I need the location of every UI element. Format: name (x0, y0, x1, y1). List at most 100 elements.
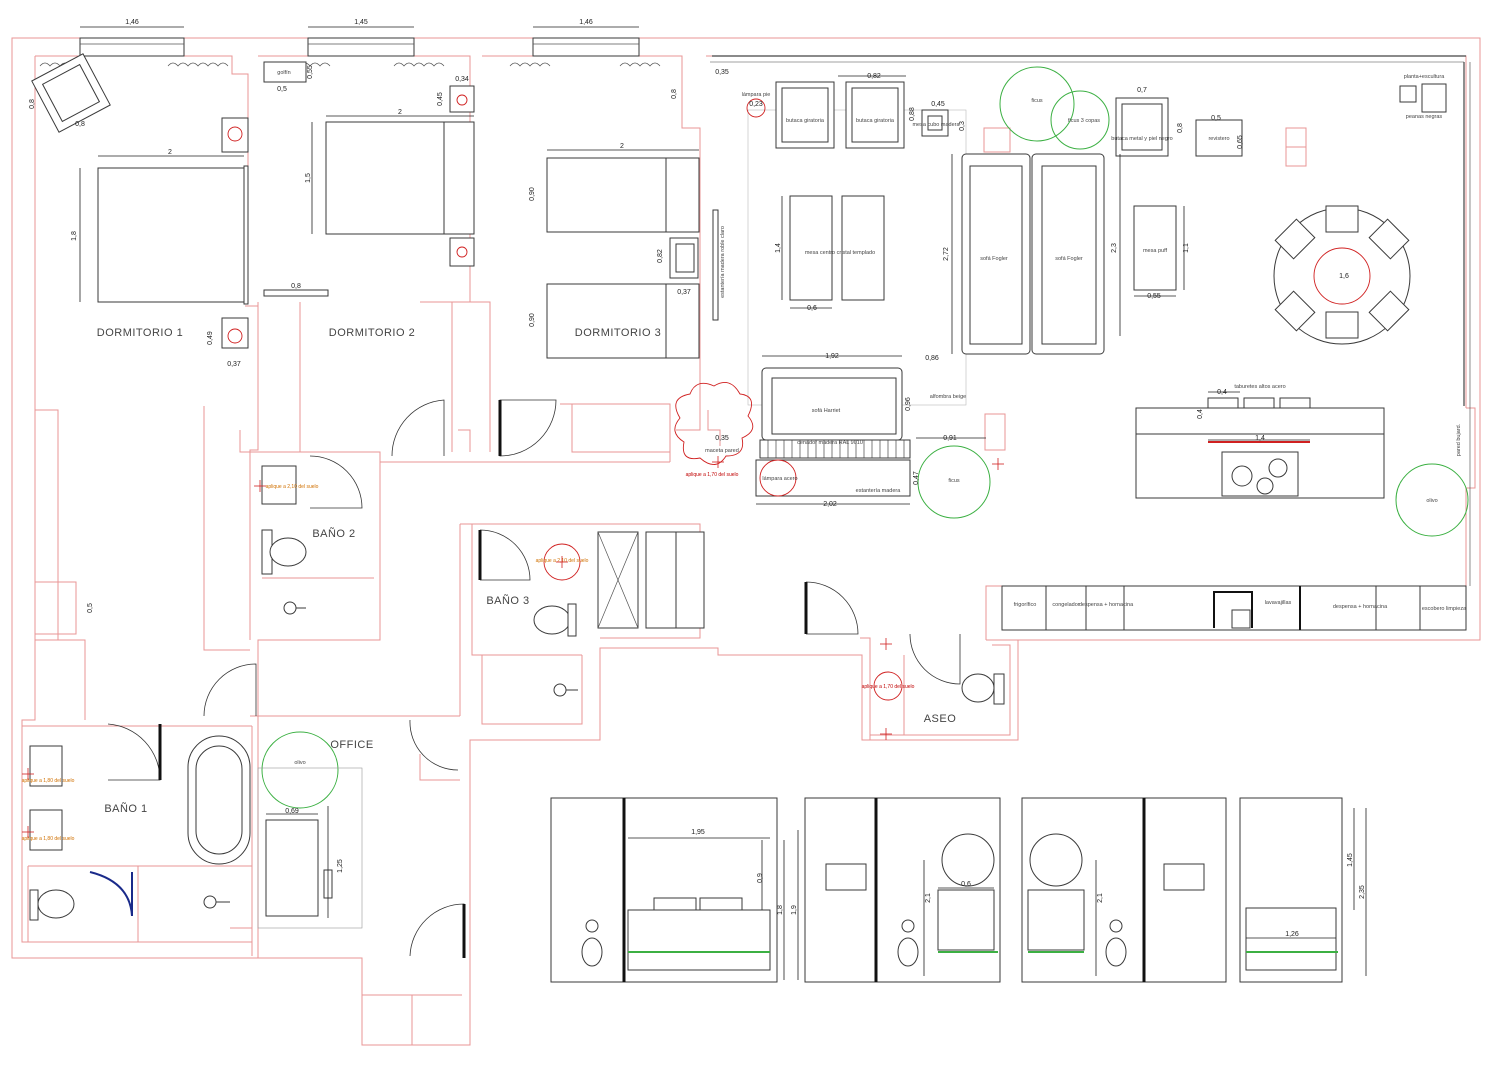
dim-el1-w: 1,95 (691, 829, 705, 836)
sofa-fogler-2-label: sofá Fogler (1055, 256, 1083, 262)
dim-corner: 0,5 (87, 603, 94, 613)
aplique-1-label: aplique a 2,10 del suelo (266, 484, 319, 490)
dim-el2-a: 0,6 (961, 881, 971, 888)
dim-lr-chair: 0,82 (867, 73, 881, 80)
room-label-office: OFFICE (330, 739, 373, 751)
dim-night1: 0,49 (207, 331, 214, 345)
frigorifico-label: frigorífico (1014, 602, 1037, 608)
dim-night1-b: 0,37 (227, 361, 241, 368)
despensa-1-label: despensa + hornacina (1079, 602, 1134, 608)
dim-bed1-w: 2 (168, 149, 172, 156)
dim-puff-b: 0,55 (307, 65, 314, 79)
dim-lr-center-w: 0,6 (807, 305, 817, 312)
cenador-label: cenador madera RAL 9010 (797, 440, 863, 446)
dim-lr-arm: 0,7 (1137, 87, 1147, 94)
planta-escultura-label: planta+escultura (1404, 74, 1445, 80)
peanas-label: peanas negras (1406, 114, 1443, 120)
dim-bed3-a: 0,90 (529, 187, 536, 201)
aplique-3-label: aplique a 1,70 del suelo (686, 472, 739, 478)
dim-el4-b: 2,35 (1359, 885, 1366, 899)
room-label-dormitorio-3: DORMITORIO 3 (575, 327, 661, 339)
dim-night2-b: 0,45 (437, 92, 444, 106)
doors (107, 399, 961, 958)
dimension-texts: 1,46 1,45 1,46 2 1,8 0,8 0,8 0,49 0,37 2… (29, 19, 1366, 938)
room-label-dormitorio-2: DORMITORIO 2 (329, 327, 415, 339)
lamp-markers (22, 456, 1004, 838)
bano-3: aplique a 2,10 del suelo BAÑO 3 (486, 531, 705, 697)
office: olivo OFFICE (257, 731, 373, 929)
dim-bed3-b: 0,90 (529, 313, 536, 327)
olivo-2-label: olivo (1426, 498, 1437, 504)
dim-lr-sofa3-h: 0,96 (905, 397, 912, 411)
dim-stool-a: 0,4 (1217, 389, 1227, 396)
dim-lr-mag: 0,5 (1211, 115, 1221, 122)
room-label-aseo: ASEO (924, 713, 957, 725)
bano-1: aplique a 1,80 del suelo aplique a 1,80 … (22, 735, 251, 921)
dim-chair-b: 0,8 (29, 99, 36, 109)
dim-office-b: 1,25 (337, 859, 344, 873)
dim-d3-c: 0,37 (677, 289, 691, 296)
butaca-1-label: butaca giratoria (786, 118, 825, 124)
sofa-harriet-label: sofá Harriet (812, 408, 841, 414)
dim-el2-b: 2,1 (925, 893, 932, 903)
dim-lr-sofa-h: 2,72 (943, 247, 950, 261)
dim-lr-b: 0,23 (749, 101, 763, 108)
dim-el4-a: 1,45 (1347, 853, 1354, 867)
mesa-centro-label: mesa centro cristal templado (805, 250, 875, 256)
escobero-label: escobero limpieza (1422, 606, 1467, 612)
dimension-lines (79, 26, 1367, 980)
congelador-label: congelador (1052, 602, 1079, 608)
dim-lr-table: 0,45 (931, 101, 945, 108)
dim-lr-puff-h: 1,1 (1183, 243, 1190, 253)
mesa-cubo-label: mesa cubo madera (912, 122, 960, 128)
mesa-puff-label: mesa puff (1143, 248, 1168, 254)
dim-chair-a: 0,8 (75, 121, 85, 128)
room-label-bano-3: BAÑO 3 (486, 594, 529, 607)
dim-el1-a: 0,9 (757, 873, 764, 883)
olivo-1-label: olivo (294, 760, 305, 766)
dim-el4-w: 1,26 (1285, 931, 1299, 938)
dim-lr-table-c: 0,3 (959, 121, 966, 131)
aplique-4-label: aplique a 1,70 del suelo (862, 684, 915, 690)
dim-lr-table-b: 0,88 (909, 107, 916, 121)
dim-bed3-w: 2 (620, 143, 624, 150)
dim-lr-puff-w: 0,55 (1147, 293, 1161, 300)
dim-d3-a: 0,8 (671, 89, 678, 99)
dim-dining: 1,6 (1339, 273, 1349, 280)
bano-2: aplique a 2,10 del suelo BAÑO 2 (261, 465, 374, 615)
room-label-bano-2: BAÑO 2 (312, 527, 355, 540)
room-label-dormitorio-1: DORMITORIO 1 (97, 327, 183, 339)
taburetes-label: taburetes altos acero (1234, 384, 1285, 390)
estanteria-roble-label: estantería madera roble claro (720, 226, 726, 298)
lampara-acero-label: lámpara acero (762, 476, 797, 482)
elevations (550, 797, 1343, 983)
room-label-bano-1: BAÑO 1 (104, 802, 147, 815)
alfombra-label: alfombra beige (930, 394, 966, 400)
dim-lr-sofa3-d: 0,86 (925, 355, 939, 362)
sofa-fogler-1-label: sofá Fogler (980, 256, 1008, 262)
dim-lr-sofa3-w: 1,92 (825, 353, 839, 360)
despensa-2-label: despensa + hornacina (1333, 604, 1388, 610)
lampara-pie-label: lámpara pie (742, 92, 771, 98)
golfin-label: golfín (277, 70, 290, 76)
living-walls (710, 55, 1471, 586)
dim-island: 1,4 (1255, 435, 1265, 442)
dim-lr-mag-b: 0,65 (1237, 135, 1244, 149)
kitchen: frigorífico congelador despensa + hornac… (1001, 585, 1467, 631)
dim-el1-b: 1,8 (777, 905, 784, 915)
dim-lr-a: 0,35 (715, 69, 729, 76)
dim-lr-sofa2-h: 2,3 (1111, 243, 1118, 253)
dim-d3-b: 0,82 (657, 249, 664, 263)
dim-office-a: 0,69 (285, 808, 299, 815)
dim-lr-arm-b: 0,8 (1177, 123, 1184, 133)
estanteria-madera-label: estantería madera (856, 488, 902, 494)
aplique-6-label: aplique a 1,80 del suelo (22, 836, 75, 842)
lavavajillas-label: lavavajillas (1265, 600, 1292, 606)
dim-night2-a: 0,34 (455, 76, 469, 83)
aseo: aplique a 1,70 del suelo ASEO (862, 671, 1005, 725)
dim-stool-b: 0,4 (1197, 409, 1204, 419)
aplique-5-label: aplique a 1,80 del suelo (22, 778, 75, 784)
dim-bed2-h: 1,5 (305, 173, 312, 183)
dim-lr-plant: 0,91 (943, 435, 957, 442)
dim-lr-shelf-a: 0,35 (715, 435, 729, 442)
